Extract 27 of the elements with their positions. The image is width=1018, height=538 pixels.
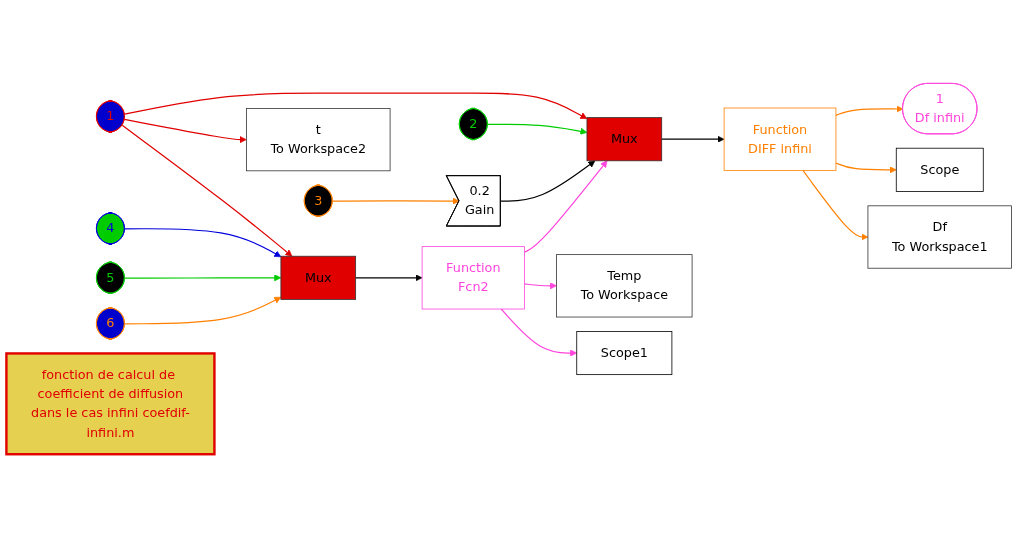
arrow	[835, 105, 904, 117]
arrow	[124, 228, 282, 258]
arrow	[835, 162, 897, 174]
arrow	[123, 92, 588, 120]
arrow	[523, 160, 608, 253]
arrow	[123, 119, 247, 144]
node-box: Function DIFF infini	[723, 107, 837, 171]
arrow	[523, 282, 557, 290]
arrow	[355, 274, 423, 282]
arrow	[661, 135, 725, 143]
node-box: Scope	[895, 148, 984, 192]
arrow	[802, 170, 869, 241]
arrow	[124, 274, 282, 282]
node-box: Mux	[586, 117, 663, 162]
arrow	[121, 124, 293, 257]
node-box: Mux	[280, 256, 357, 300]
node-box: Temp To Workspace	[556, 254, 693, 318]
node-box: t To Workspace2	[246, 108, 391, 172]
node-box: Scope1	[576, 331, 673, 376]
node-box: Function Fcn2	[421, 246, 525, 310]
arrow	[487, 123, 588, 135]
node-box: Df To Workspace1	[867, 205, 1012, 269]
arrow	[500, 308, 578, 357]
arrow	[500, 160, 596, 202]
arrow	[124, 297, 282, 325]
arrow	[332, 197, 460, 205]
node-box: fonction de calcul de coefficient de diffusion dans le cas infini coefdif-infini.m	[5, 352, 216, 456]
